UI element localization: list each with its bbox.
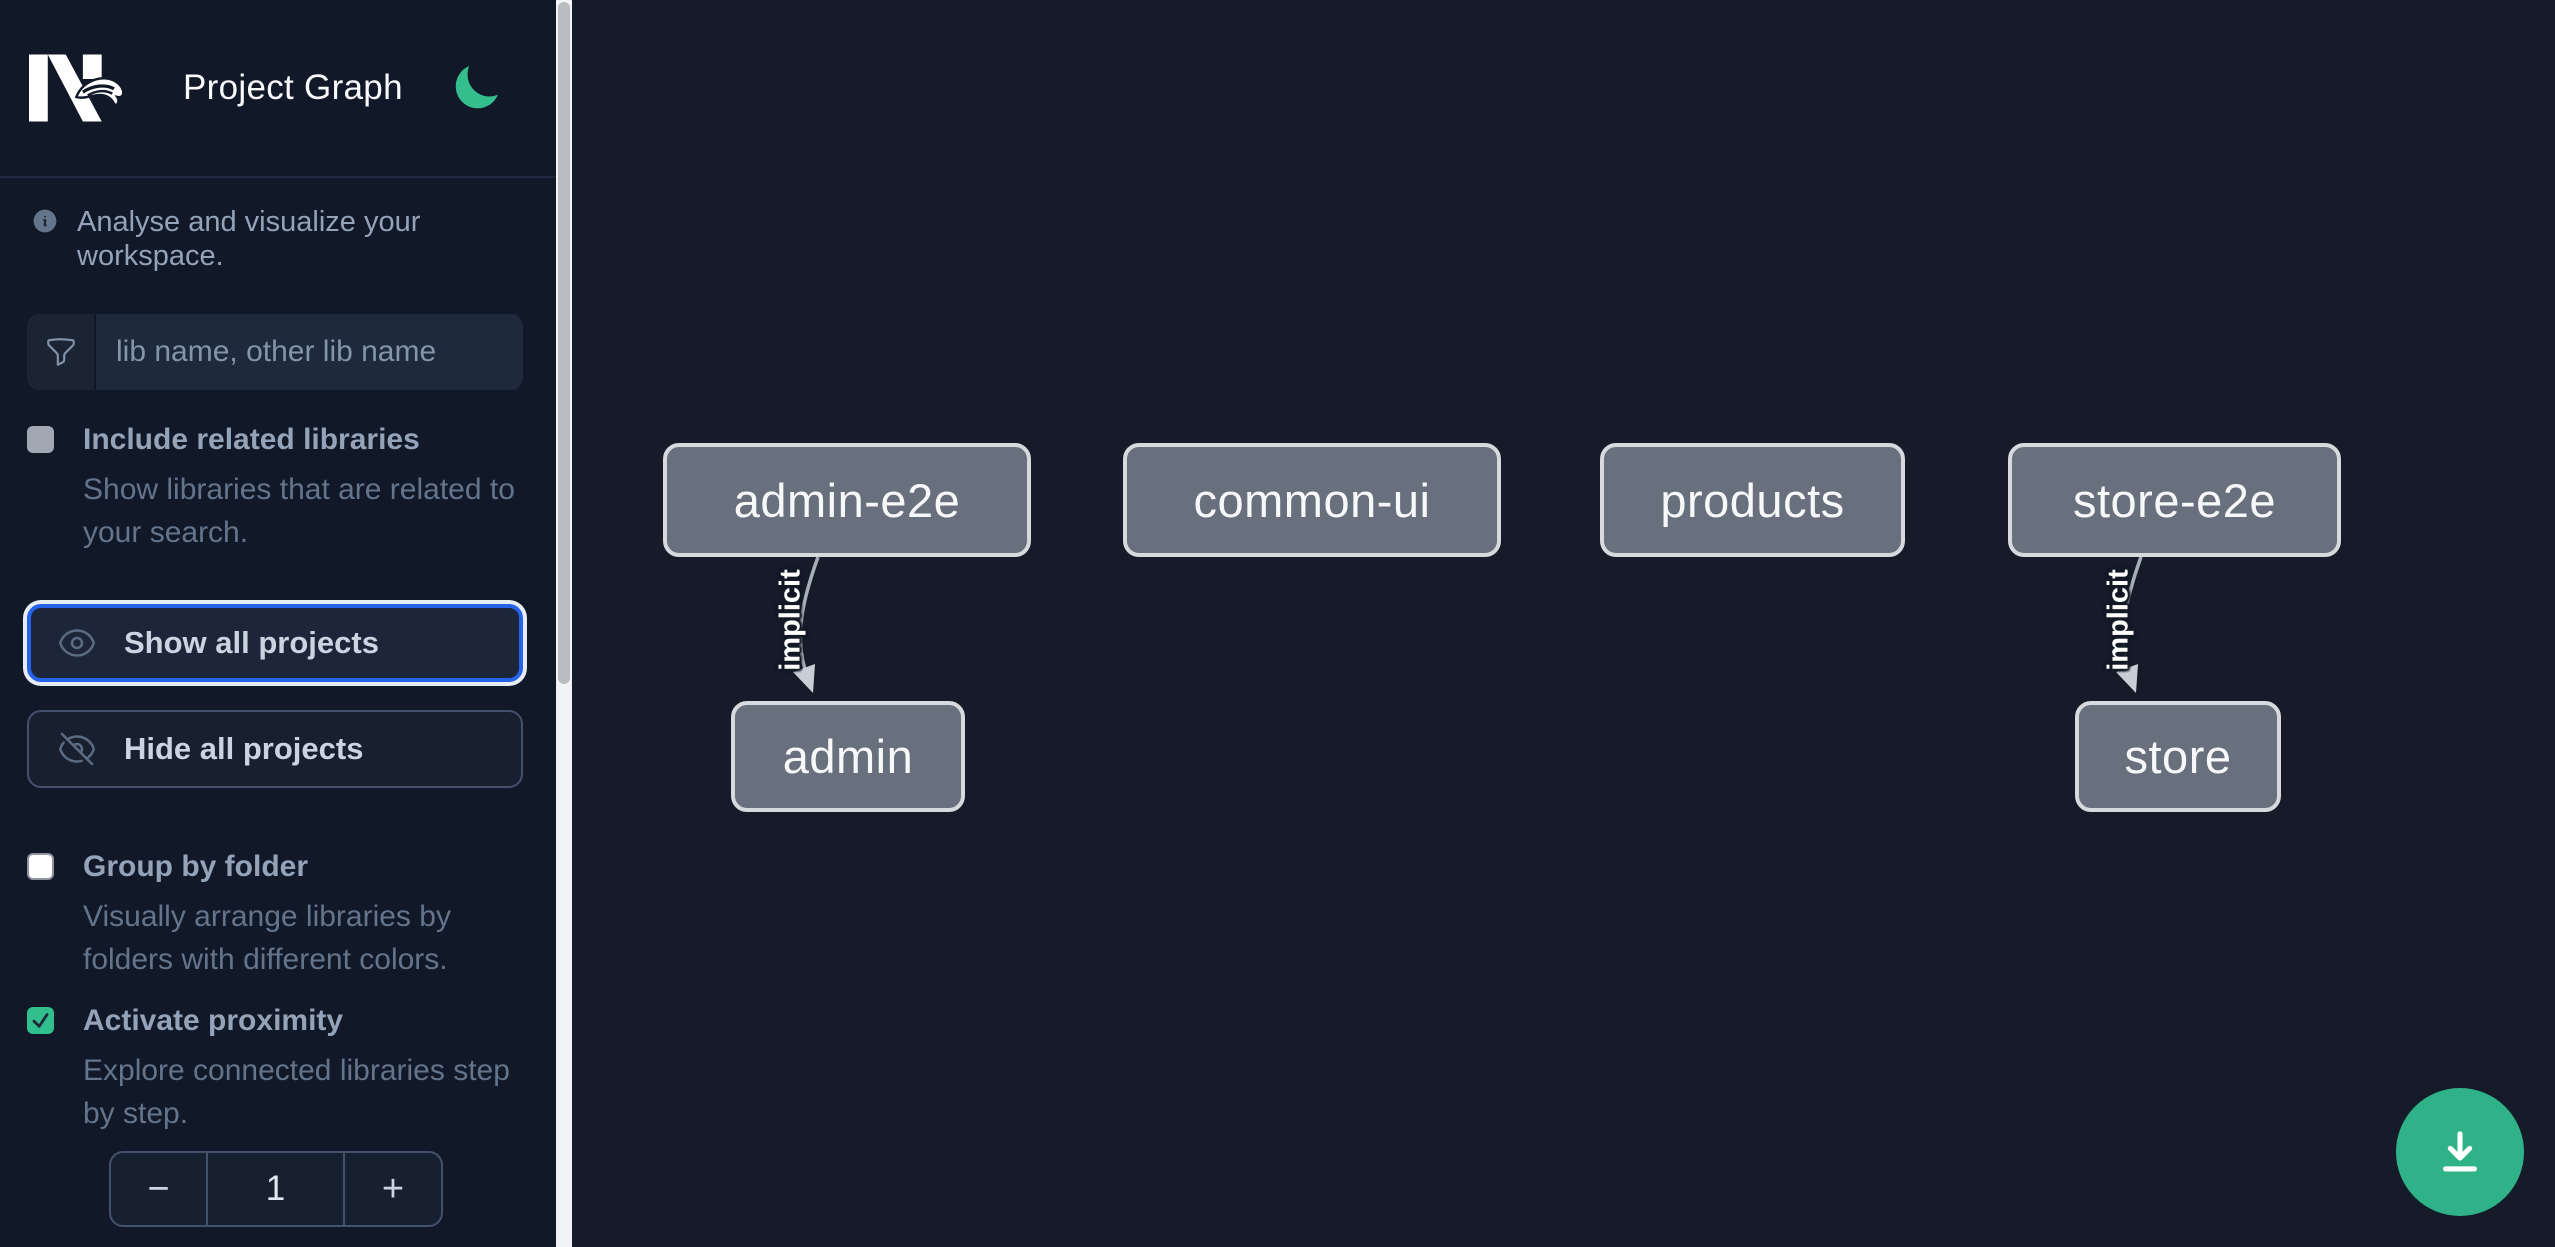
hide-all-projects-label: Hide all projects (124, 731, 364, 766)
info-icon (33, 209, 57, 233)
edge-admin-e2e-admin (798, 556, 820, 679)
edge-label-implicit: implicit (2102, 569, 2135, 671)
workspace-info-row: Analyse and visualize your workspace. (31, 205, 531, 273)
filter-box (27, 314, 523, 390)
eye-slash-icon (58, 732, 96, 766)
page-title: Project Graph (183, 68, 403, 107)
moon-icon[interactable] (449, 61, 503, 115)
eye-icon (59, 629, 95, 657)
project-node-admin[interactable]: admin (731, 701, 965, 812)
funnel-icon (27, 314, 96, 390)
activate-proximity-label[interactable]: Activate proximity (83, 1004, 344, 1037)
include-related-checkbox[interactable] (27, 426, 54, 453)
include-related-description: Show libraries that are related to your … (83, 473, 515, 549)
tagline: Analyse and visualize your workspace. (77, 206, 421, 272)
graph-edges (793, 556, 2143, 693)
show-all-projects-button[interactable]: Show all projects (27, 604, 523, 682)
download-icon (2442, 1131, 2478, 1172)
project-node-admin-e2e[interactable]: admin-e2e (663, 443, 1031, 557)
project-node-common-ui[interactable]: common-ui (1123, 443, 1501, 557)
group-by-folder-checkbox[interactable] (27, 853, 54, 880)
option-include-related: Include related libraries Show libraries… (27, 424, 527, 554)
hide-all-projects-button[interactable]: Hide all projects (27, 710, 523, 788)
activate-proximity-description: Explore connected libraries step by step… (83, 1054, 510, 1130)
arrowhead-icon (2116, 664, 2138, 693)
nx-logo (29, 54, 125, 122)
checkmark-icon (32, 1013, 49, 1028)
proximity-depth-value: 1 (206, 1153, 345, 1225)
activate-proximity-checkbox[interactable] (27, 1007, 54, 1034)
sidebar: Project Graph Analyse and visualize your… (0, 0, 572, 1247)
graph-canvas[interactable]: admin-e2e common-ui products store-e2e a… (572, 0, 2555, 1247)
group-by-folder-label[interactable]: Group by folder (83, 850, 308, 883)
increment-button[interactable]: + (345, 1153, 441, 1225)
show-all-projects-label: Show all projects (124, 625, 379, 660)
sidebar-header: Project Graph (0, 0, 556, 176)
download-graph-button[interactable] (2396, 1088, 2524, 1216)
decrement-button[interactable]: − (111, 1153, 206, 1225)
option-group-by-folder: Group by folder Visually arrange librari… (27, 851, 527, 981)
arrowhead-icon (793, 664, 815, 693)
include-related-label[interactable]: Include related libraries (83, 423, 420, 456)
project-node-store[interactable]: store (2075, 701, 2281, 812)
sidebar-scrollbar-thumb[interactable] (558, 2, 570, 684)
filter-input[interactable] (96, 314, 523, 390)
project-node-store-e2e[interactable]: store-e2e (2008, 443, 2341, 557)
edge-label-implicit: implicit (774, 569, 807, 671)
group-by-folder-description: Visually arrange libraries by folders wi… (83, 900, 451, 976)
option-activate-proximity: Activate proximity Explore connected lib… (27, 1005, 527, 1135)
header-divider (0, 176, 556, 178)
edge-store-e2e-store (2121, 556, 2143, 679)
sidebar-scrollbar-track[interactable] (556, 0, 572, 1247)
project-node-products[interactable]: products (1600, 443, 1905, 557)
proximity-stepper: − 1 + (109, 1151, 443, 1227)
